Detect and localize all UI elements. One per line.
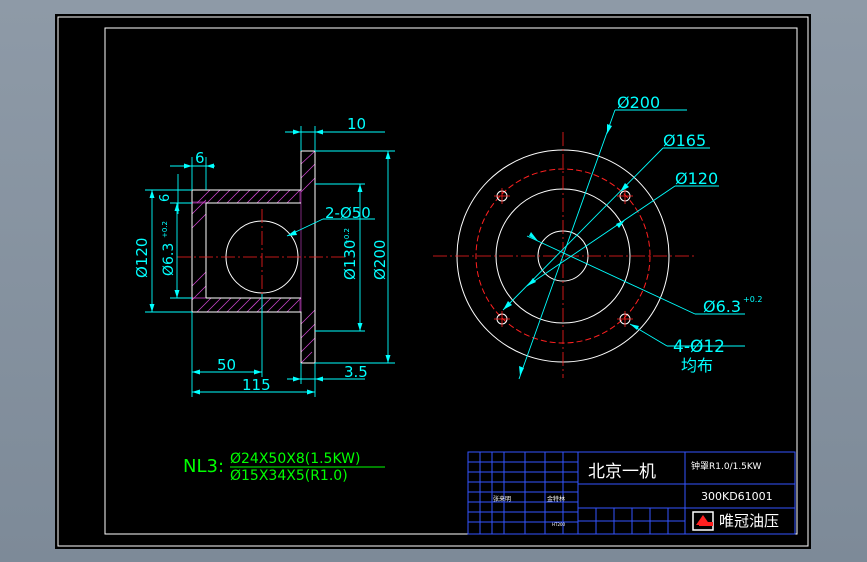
section-dimension-text: 10 6 6 Ø120 Ø6.3 +0.2 2-Ø50 Ø130 +0.2 Ø2… bbox=[133, 115, 389, 394]
title-block: 北京一机 钟罩R1.0/1.5KW 300KD61001 唯冠油压 张来明 金特… bbox=[467, 451, 796, 535]
dim-left-6: 6 bbox=[195, 149, 205, 167]
notes-line1: Ø24X50X8(1.5KW) bbox=[230, 451, 360, 467]
dim-len-50: 50 bbox=[217, 356, 236, 374]
drawing-number: 300KD61001 bbox=[701, 490, 773, 503]
dim-front-200: Ø200 bbox=[617, 93, 660, 112]
front-arrowheads bbox=[503, 124, 639, 376]
section-centerlines bbox=[177, 209, 345, 306]
inner-border bbox=[104, 27, 798, 535]
dim-hub-dia: Ø120 bbox=[133, 238, 151, 278]
dim-flange-tol: +0.2 bbox=[343, 228, 351, 245]
dim-hole-callout: 2-Ø50 bbox=[325, 204, 371, 222]
dim-front-165: Ø165 bbox=[663, 131, 706, 150]
material-notes: NL3: Ø24X50X8(1.5KW) Ø15X34X5(R1.0) bbox=[183, 451, 360, 484]
outer-border bbox=[57, 16, 809, 547]
notes-prefix: NL3: bbox=[183, 456, 224, 477]
title-block-text: 北京一机 钟罩R1.0/1.5KW 300KD61001 唯冠油压 张来明 金特… bbox=[493, 460, 779, 530]
cell-material: HT200 bbox=[552, 522, 566, 527]
drawing-canvas: 10 6 6 Ø120 Ø6.3 +0.2 2-Ø50 Ø130 +0.2 Ø2… bbox=[57, 16, 809, 547]
dim-len-35: 3.5 bbox=[344, 363, 368, 381]
front-dimension-text: Ø200 Ø165 Ø120 Ø6.3 +0.2 4-Ø12 均布 bbox=[617, 93, 762, 375]
dim-bore-dia: Ø6.3 bbox=[161, 243, 177, 276]
cell-checker: 金特林 bbox=[547, 495, 565, 503]
company-name: 北京一机 bbox=[588, 462, 656, 482]
brand-name: 唯冠油压 bbox=[719, 512, 779, 530]
cell-drafter: 张来明 bbox=[493, 495, 511, 503]
dim-bore-tol: +0.2 bbox=[161, 221, 169, 238]
dim-top-10: 10 bbox=[347, 115, 366, 133]
section-arrowheads bbox=[149, 129, 391, 395]
hole-centermarks bbox=[494, 188, 633, 327]
dim-front-holes-note: 均布 bbox=[681, 356, 713, 375]
dim-front-120: Ø120 bbox=[675, 169, 718, 188]
drawing-viewport[interactable]: 10 6 6 Ø120 Ø6.3 +0.2 2-Ø50 Ø130 +0.2 Ø2… bbox=[55, 14, 811, 549]
dim-front-63: Ø6.3 bbox=[703, 297, 741, 316]
section-view: 10 6 6 Ø120 Ø6.3 +0.2 2-Ø50 Ø130 +0.2 Ø2… bbox=[133, 115, 395, 397]
dim-outer-dia: Ø200 bbox=[371, 240, 389, 280]
notes-line2: Ø15X34X5(R1.0) bbox=[230, 468, 348, 484]
brand-logo bbox=[692, 511, 714, 531]
front-view: Ø200 Ø165 Ø120 Ø6.3 +0.2 4-Ø12 均布 bbox=[433, 93, 762, 380]
dim-len-115: 115 bbox=[242, 376, 271, 394]
hatch-lines bbox=[191, 150, 316, 364]
dim-small-6: 6 bbox=[158, 194, 173, 202]
dim-front-63-tol: +0.2 bbox=[743, 295, 762, 304]
section-dimension-lines bbox=[145, 126, 395, 397]
title-block-grid bbox=[467, 451, 796, 535]
dim-flange-dia: Ø130 bbox=[341, 240, 359, 280]
dim-front-holes: 4-Ø12 bbox=[673, 337, 725, 357]
part-name: 钟罩R1.0/1.5KW bbox=[691, 460, 761, 472]
